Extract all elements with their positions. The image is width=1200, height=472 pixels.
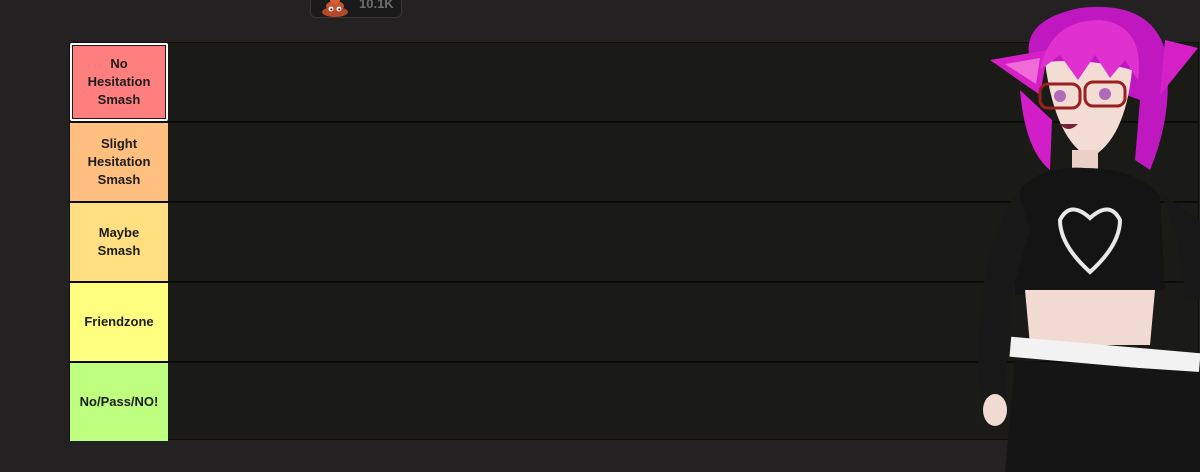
tier-row: No Hesitation Smash [70,43,1198,123]
tier-list: No Hesitation Smash Slight Hesitation Sm… [69,42,1199,441]
reaction-badge[interactable]: 10.1K [310,0,402,18]
tier-row: Maybe Smash [70,203,1198,283]
poop-icon [322,0,348,17]
tier-label-no-pass[interactable]: No/Pass/NO! [70,363,168,441]
tier-label-slight-hesitation-smash[interactable]: Slight Hesitation Smash [70,123,168,201]
tier-label-maybe-smash[interactable]: Maybe Smash [70,203,168,281]
reaction-count: 10.1K [359,0,394,11]
tier-label-friendzone[interactable]: Friendzone [70,283,168,361]
tier-row: Friendzone [70,283,1198,363]
tier-row: Slight Hesitation Smash [70,123,1198,203]
tier-row: No/Pass/NO! [70,363,1198,441]
vtuber-avatar [978,6,1200,472]
tier-label-no-hesitation-smash[interactable]: No Hesitation Smash [70,43,168,121]
